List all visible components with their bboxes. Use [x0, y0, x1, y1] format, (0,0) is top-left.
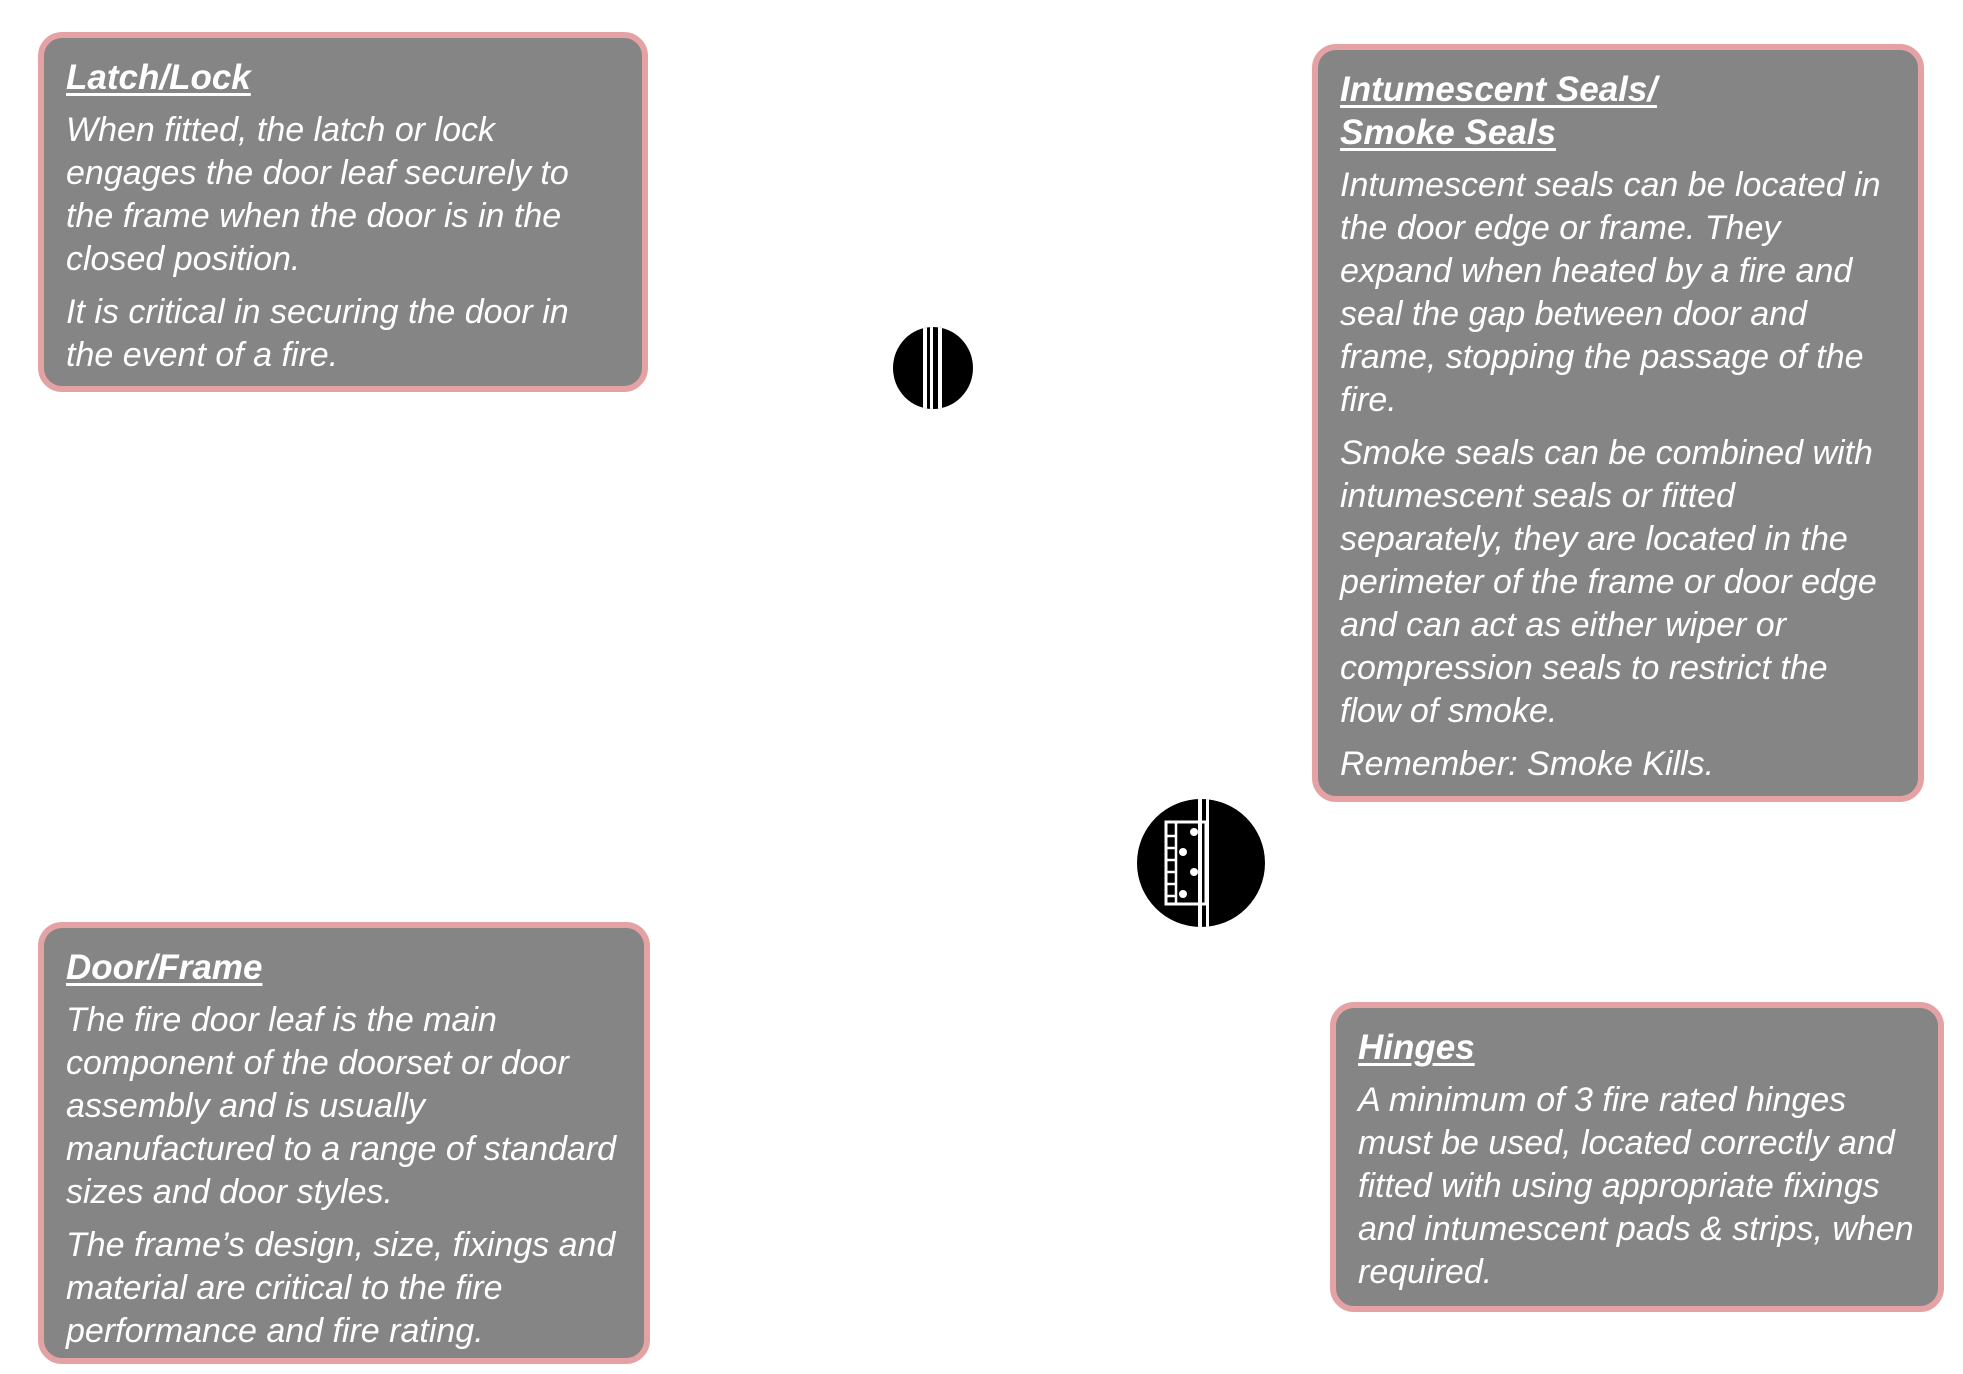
door-frame-callout: Door/Frame The fire door leaf is the mai… — [38, 922, 650, 1364]
seals-title: Intumescent Seals/ Smoke Seals — [1340, 68, 1896, 154]
seals-text-2: Smoke seals can be combined with intumes… — [1340, 434, 1877, 730]
hinges-callout: Hinges A minimum of 3 fire rated hinges … — [1330, 1002, 1944, 1312]
latch-lock-text-2: It is critical in securing the door in t… — [66, 293, 569, 374]
seals-title-line1: Intumescent Seals/ — [1340, 70, 1658, 109]
hinges-text-1: A minimum of 3 fire rated hinges must be… — [1358, 1081, 1914, 1291]
hinge-detail-icon[interactable] — [1136, 798, 1266, 928]
seals-text-3: Remember: Smoke Kills. — [1340, 745, 1715, 783]
latch-detail-icon[interactable] — [892, 326, 974, 410]
latch-lock-text-1: When fitted, the latch or lock engages t… — [66, 111, 569, 278]
door-frame-text-1: The fire door leaf is the main component… — [66, 1001, 617, 1211]
seals-text-1: Intumescent seals can be located in the … — [1340, 166, 1881, 419]
door-frame-text-2: The frame’s design, size, fixings and ma… — [66, 1226, 616, 1350]
latch-lock-title: Latch/Lock — [66, 58, 251, 97]
door-frame-title: Door/Frame — [66, 948, 263, 987]
hinges-title: Hinges — [1358, 1028, 1475, 1067]
latch-lock-callout: Latch/Lock When fitted, the latch or loc… — [38, 32, 648, 392]
seals-callout: Intumescent Seals/ Smoke Seals Intumesce… — [1312, 44, 1924, 802]
seals-title-line2: Smoke Seals — [1340, 113, 1556, 152]
